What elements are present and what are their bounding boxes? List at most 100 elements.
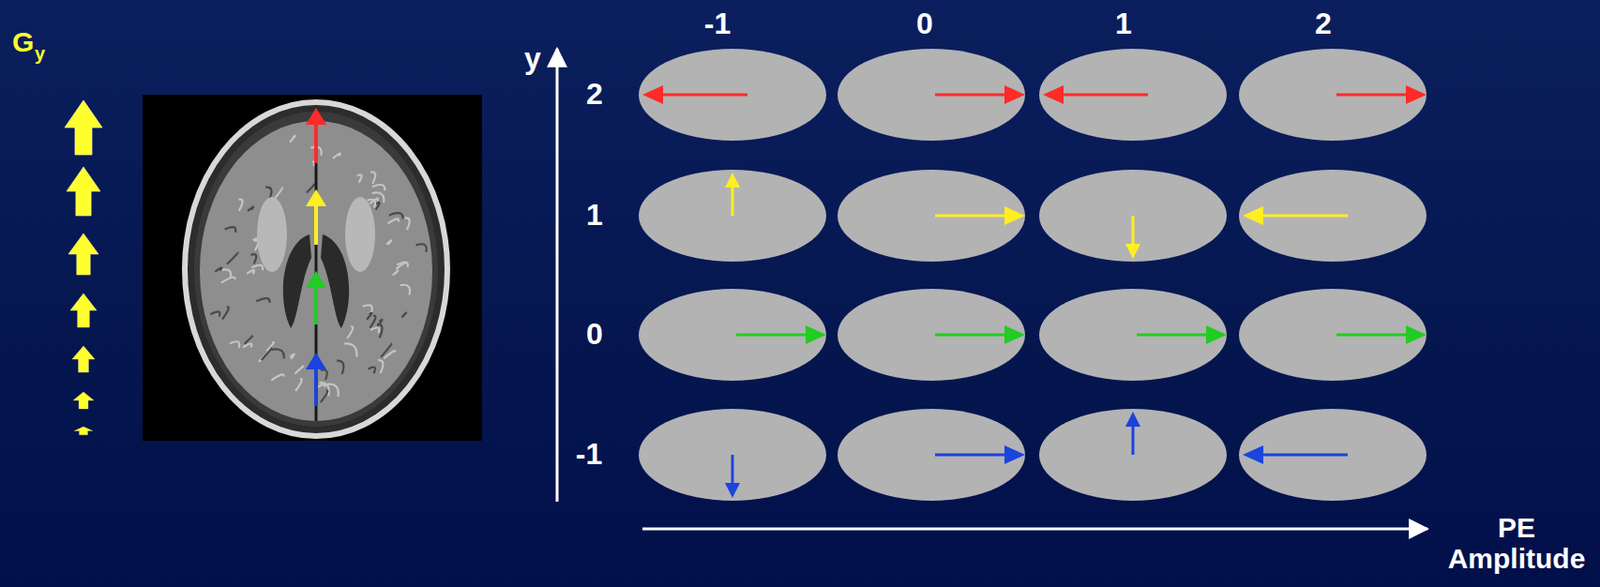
gyrus: [306, 184, 315, 194]
arrow-head: [305, 352, 327, 370]
arrow-head: [1242, 445, 1264, 465]
position-arrow: [314, 366, 318, 407]
arrow-head: [1004, 206, 1026, 226]
gradient-label: G: [12, 26, 34, 58]
gyrus: [271, 374, 284, 380]
arrow-head: [1125, 243, 1141, 259]
gradient-arrow: [73, 392, 94, 409]
phase-vector: [1132, 422, 1135, 455]
spin-ellipse: [1039, 48, 1227, 141]
gyrus: [250, 254, 257, 264]
gyrus: [256, 298, 270, 303]
gradient-arrow: [74, 426, 93, 436]
scalp-fat: [194, 111, 438, 427]
arrow-head: [1405, 85, 1427, 105]
arrow-head: [1405, 325, 1427, 345]
phase-vector: [1059, 93, 1148, 97]
phase-vector: [935, 93, 1009, 97]
gyrus: [347, 326, 353, 339]
gyrus: [404, 217, 409, 230]
gyrus: [261, 347, 272, 361]
phase-vector: [935, 333, 1009, 337]
arrow-head: [1125, 411, 1141, 427]
arrow-head: [724, 483, 740, 499]
image-background: [142, 94, 483, 441]
gyrus: [370, 171, 376, 184]
spin-ellipse: [837, 48, 1026, 141]
gyrus: [370, 327, 379, 333]
gyrus: [246, 270, 255, 274]
gyrus: [271, 348, 285, 359]
phase-grid: [638, 48, 1427, 501]
gyrus: [344, 343, 357, 357]
arrow-head: [642, 85, 664, 105]
gyrus: [357, 174, 363, 182]
gyrus: [289, 135, 296, 143]
gyrus: [401, 313, 407, 318]
gyrus: [327, 384, 339, 398]
axis-label: y: [524, 42, 542, 76]
gyrus: [377, 319, 382, 327]
position-arrows: [305, 107, 327, 407]
gyrus: [320, 391, 328, 403]
gradient-arrow: [72, 346, 95, 373]
arrow-head: [724, 172, 740, 188]
y-axis: [556, 48, 559, 502]
position-arrow: [314, 285, 318, 325]
row-label: -1: [575, 437, 603, 471]
gyrus: [336, 361, 344, 375]
gyrus: [295, 378, 302, 392]
gyrus: [388, 218, 399, 224]
arrow-head: [805, 325, 827, 345]
gradient-arrow: [64, 100, 103, 155]
gyrus: [214, 267, 222, 272]
arrow-head: [305, 107, 327, 125]
gyrus: [416, 243, 427, 253]
arrow-head: [305, 271, 327, 288]
column-header: 1: [1115, 7, 1133, 41]
phase-vector: [731, 183, 735, 216]
gyrus: [225, 226, 237, 233]
gyrus: [368, 367, 377, 375]
arrow-head: [1004, 445, 1026, 465]
spin-ellipse: [1039, 288, 1227, 381]
gyrus: [386, 240, 392, 244]
arrow-head: [1042, 85, 1064, 105]
phase-vector: [1259, 214, 1348, 218]
row-label: 2: [586, 77, 604, 111]
column-header: -1: [704, 7, 731, 41]
pe-axis: [642, 528, 1428, 531]
gyrus: [332, 153, 341, 159]
column-header: 0: [916, 7, 934, 41]
gyrus: [377, 360, 383, 374]
gyri: [210, 135, 426, 403]
gyrus: [392, 271, 398, 276]
spin-ellipse: [837, 408, 1026, 501]
phase-vector: [1336, 93, 1410, 97]
gyrus: [400, 285, 410, 296]
gradient-subscript: y: [34, 43, 46, 64]
spin-ellipse: [837, 288, 1026, 381]
phase-vector: [935, 453, 1009, 457]
phase-vector: [935, 214, 1009, 218]
gyrus: [219, 269, 231, 278]
phase-vector: [731, 454, 735, 487]
gyrus: [320, 369, 328, 380]
gyrus: [376, 202, 380, 211]
phase-vector: [1132, 215, 1135, 248]
spin-ellipse: [837, 169, 1026, 262]
gyrus: [222, 306, 229, 319]
gyrus: [362, 304, 373, 312]
gyrus: [221, 277, 236, 284]
spin-ellipse: [638, 169, 827, 262]
arrow-head: [305, 189, 327, 207]
arrow-head: [1242, 206, 1264, 226]
axes: [557, 48, 1428, 529]
column-header: 2: [1314, 7, 1332, 41]
spin-ellipse: [1238, 288, 1427, 381]
ventricle: [283, 234, 312, 329]
arrow-head: [1004, 85, 1026, 105]
phase-vector: [659, 93, 748, 97]
phase-vector: [1336, 333, 1410, 337]
